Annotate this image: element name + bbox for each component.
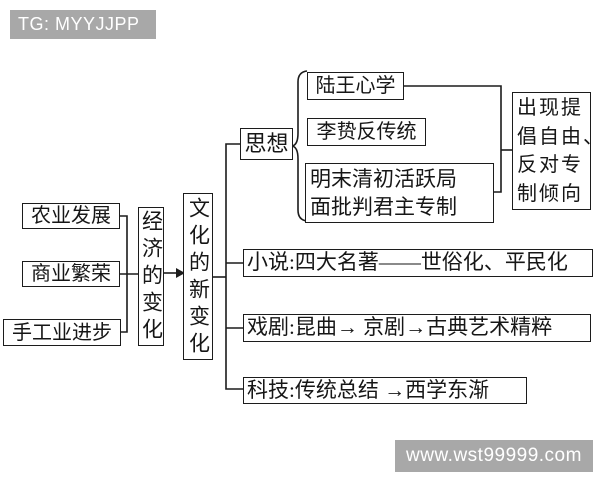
technology-branch-box: 科技:传统总结 →西学东渐 — [243, 377, 527, 404]
mingqing-line-1: 明末清初活跃局 — [310, 167, 457, 191]
novel-branch-box: 小说:四大名著——世俗化、平民化 — [243, 249, 593, 277]
result-line-3: 反对专 — [517, 154, 583, 176]
economic-change-box: 经济的变化 — [138, 207, 164, 346]
watermark-top: TG: MYYJJPP — [10, 10, 156, 39]
arrowhead-icon — [176, 268, 185, 278]
result-line-2: 倡自由、 — [517, 125, 600, 148]
drama-branch-box: 戏剧:昆曲→ 京剧→古典艺术精粹 — [243, 314, 591, 342]
watermark-bottom: www.wst99999.com — [395, 440, 593, 472]
result-line-4: 制倾向 — [517, 182, 583, 205]
mingqing-line-2: 面批判君主专制 — [310, 195, 457, 219]
cause-box-handicraft: 手工业进步 — [3, 319, 121, 346]
cultural-change-box: 文化的新变化 — [183, 193, 213, 360]
cause-box-commerce: 商业繁荣 — [22, 261, 120, 287]
luwang-box: 陆王心学 — [307, 72, 404, 100]
branch-vertical — [225, 143, 243, 390]
cause-box-agriculture: 农业发展 — [22, 203, 120, 229]
result-bracket — [404, 85, 502, 193]
thought-label-box: 思想 — [240, 128, 293, 160]
watermark-top-text: TG: MYYJJPP — [18, 14, 140, 34]
thought-result-box: 出现提 倡自由、 反对专 制倾向 — [512, 92, 600, 210]
lizhi-box: 李贽反传统 — [307, 118, 426, 146]
result-line-1: 出现提 — [517, 97, 583, 119]
watermark-bottom-text: www.wst99999.com — [406, 445, 582, 466]
mingqing-box: 明末清初活跃局 面批判君主专制 — [305, 163, 494, 223]
